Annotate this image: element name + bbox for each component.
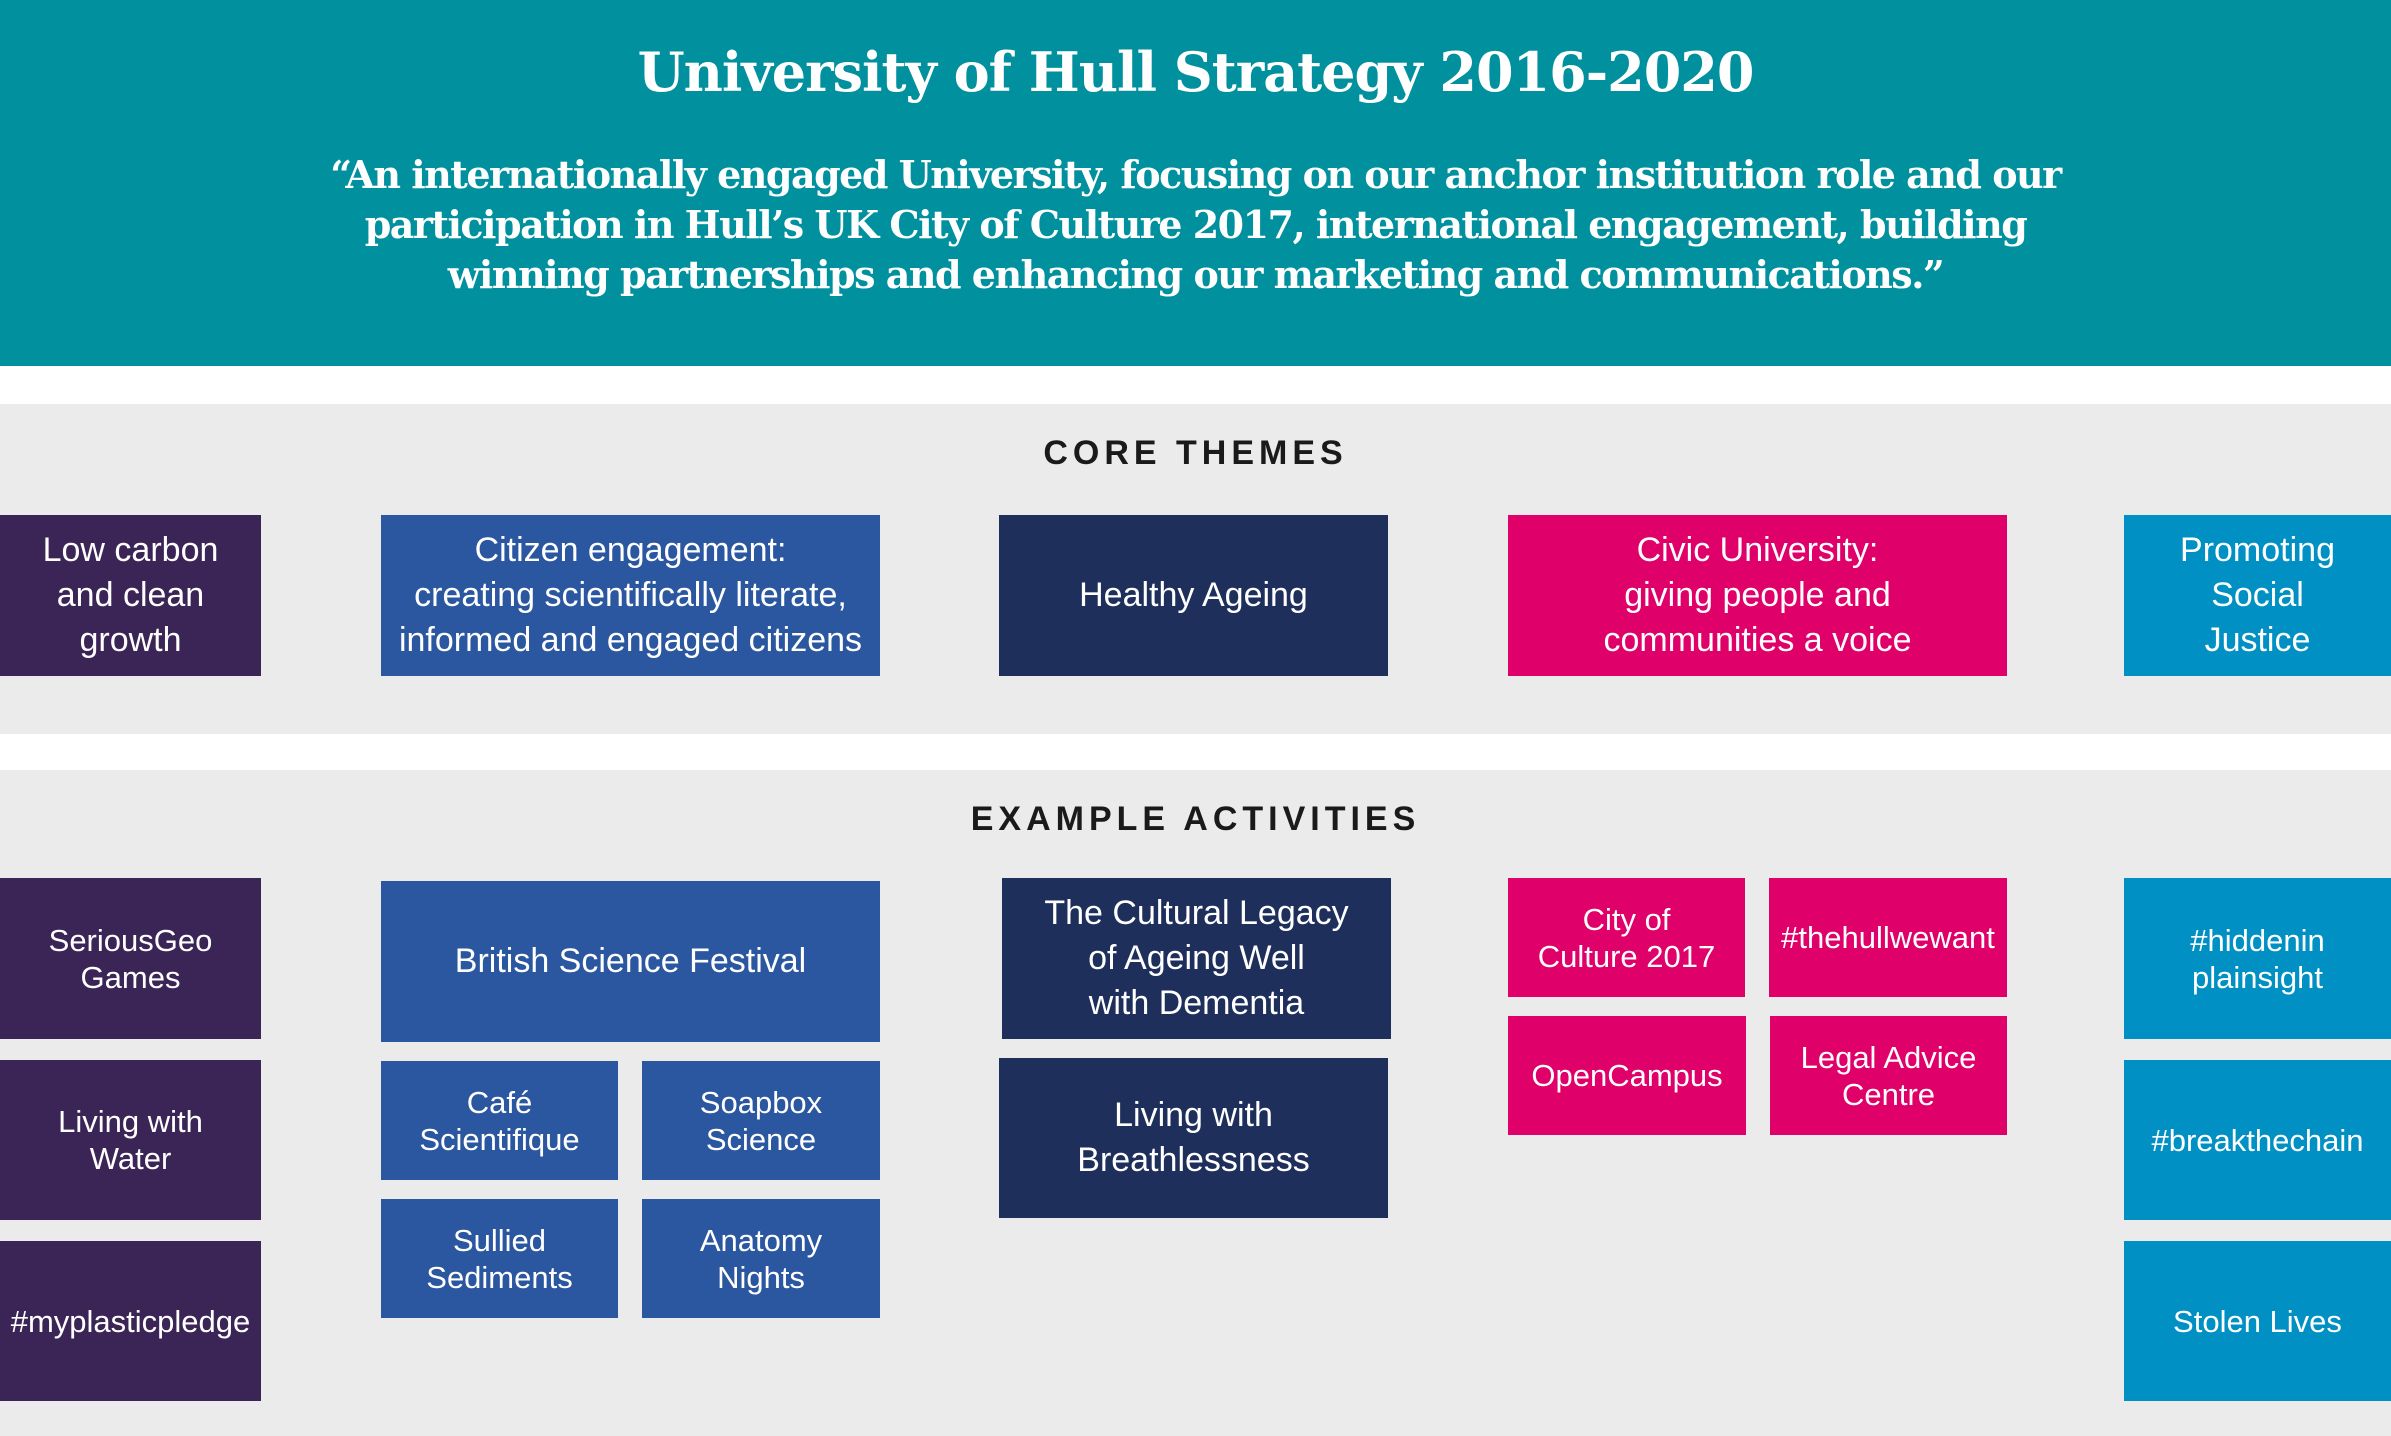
activity-cafe-scientifique: Café Scientifique [381,1061,618,1180]
activity-thehullwewant: #thehullwewant [1769,878,2007,997]
activity-british-science-festival: British Science Festival [381,881,880,1042]
strategy-quote: “An internationally engaged University, … [330,152,2062,297]
activity-city-of-culture: City of Culture 2017 [1508,878,1745,997]
theme-healthy-ageing: Healthy Ageing [999,515,1388,676]
activity-cultural-legacy-dementia: The Cultural Legacy of Ageing Well with … [1002,878,1391,1039]
activity-stolen-lives: Stolen Lives [2124,1241,2391,1401]
activity-seriousgeo-games: SeriousGeo Games [0,878,261,1039]
theme-civic-university: Civic University: giving people and comm… [1508,515,2007,676]
theme-social-justice: Promoting Social Justice [2124,515,2391,676]
activity-living-with-water: Living with Water [0,1060,261,1220]
theme-citizen-engagement: Citizen engagement: creating scientifica… [381,515,880,676]
activity-breakthechain: #breakthechain [2124,1060,2391,1220]
activity-hiddeninplainsight: #hiddenin plainsight [2124,878,2391,1039]
example-activities-heading: EXAMPLE ACTIVITIES [970,800,1421,838]
core-themes-heading: CORE THEMES [1043,434,1348,472]
activity-soapbox-science: Soapbox Science [642,1061,880,1180]
activity-myplasticpledge: #myplasticpledge [0,1241,261,1401]
activity-sullied-sediments: Sullied Sediments [381,1199,618,1318]
activity-living-with-breathlessness: Living with Breathlessness [999,1058,1388,1218]
header-banner: University of Hull Strategy 2016-2020 “A… [0,0,2391,366]
activity-legal-advice-centre: Legal Advice Centre [1770,1016,2007,1135]
page-title: University of Hull Strategy 2016-2020 [637,40,1755,104]
theme-low-carbon: Low carbon and clean growth [0,515,261,676]
activity-anatomy-nights: Anatomy Nights [642,1199,880,1318]
activity-opencampus: OpenCampus [1508,1016,1746,1135]
